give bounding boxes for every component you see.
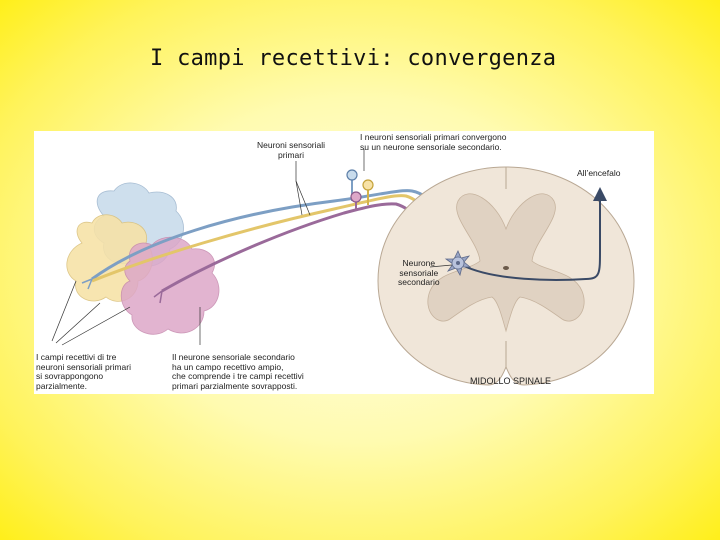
label-convergence-note: I neuroni sensoriali primari convergono … bbox=[360, 133, 506, 152]
label-to-brain: All’encefalo bbox=[577, 169, 620, 179]
central-canal bbox=[503, 266, 509, 270]
cell-body-yellow bbox=[363, 180, 373, 190]
receptive-fields bbox=[67, 183, 219, 334]
cell-body-blue bbox=[347, 170, 357, 180]
convergence-figure: Neuroni sensoriali primari I neuroni sen… bbox=[34, 131, 654, 394]
label-large-field-note: Il neurone sensoriale secondario ha un c… bbox=[172, 353, 304, 391]
slide-title: I campi recettivi: convergenza bbox=[150, 46, 556, 71]
label-receptive-fields-note: I campi recettivi di tre neuroni sensori… bbox=[36, 353, 131, 391]
label-primary-neurons: Neuroni sensoriali primari bbox=[257, 141, 325, 160]
label-secondary-neuron: Neurone sensoriale secondario bbox=[398, 259, 440, 288]
cell-body-purple bbox=[351, 192, 361, 202]
label-spinal-cord: MIDOLLO SPINALE bbox=[470, 377, 551, 387]
